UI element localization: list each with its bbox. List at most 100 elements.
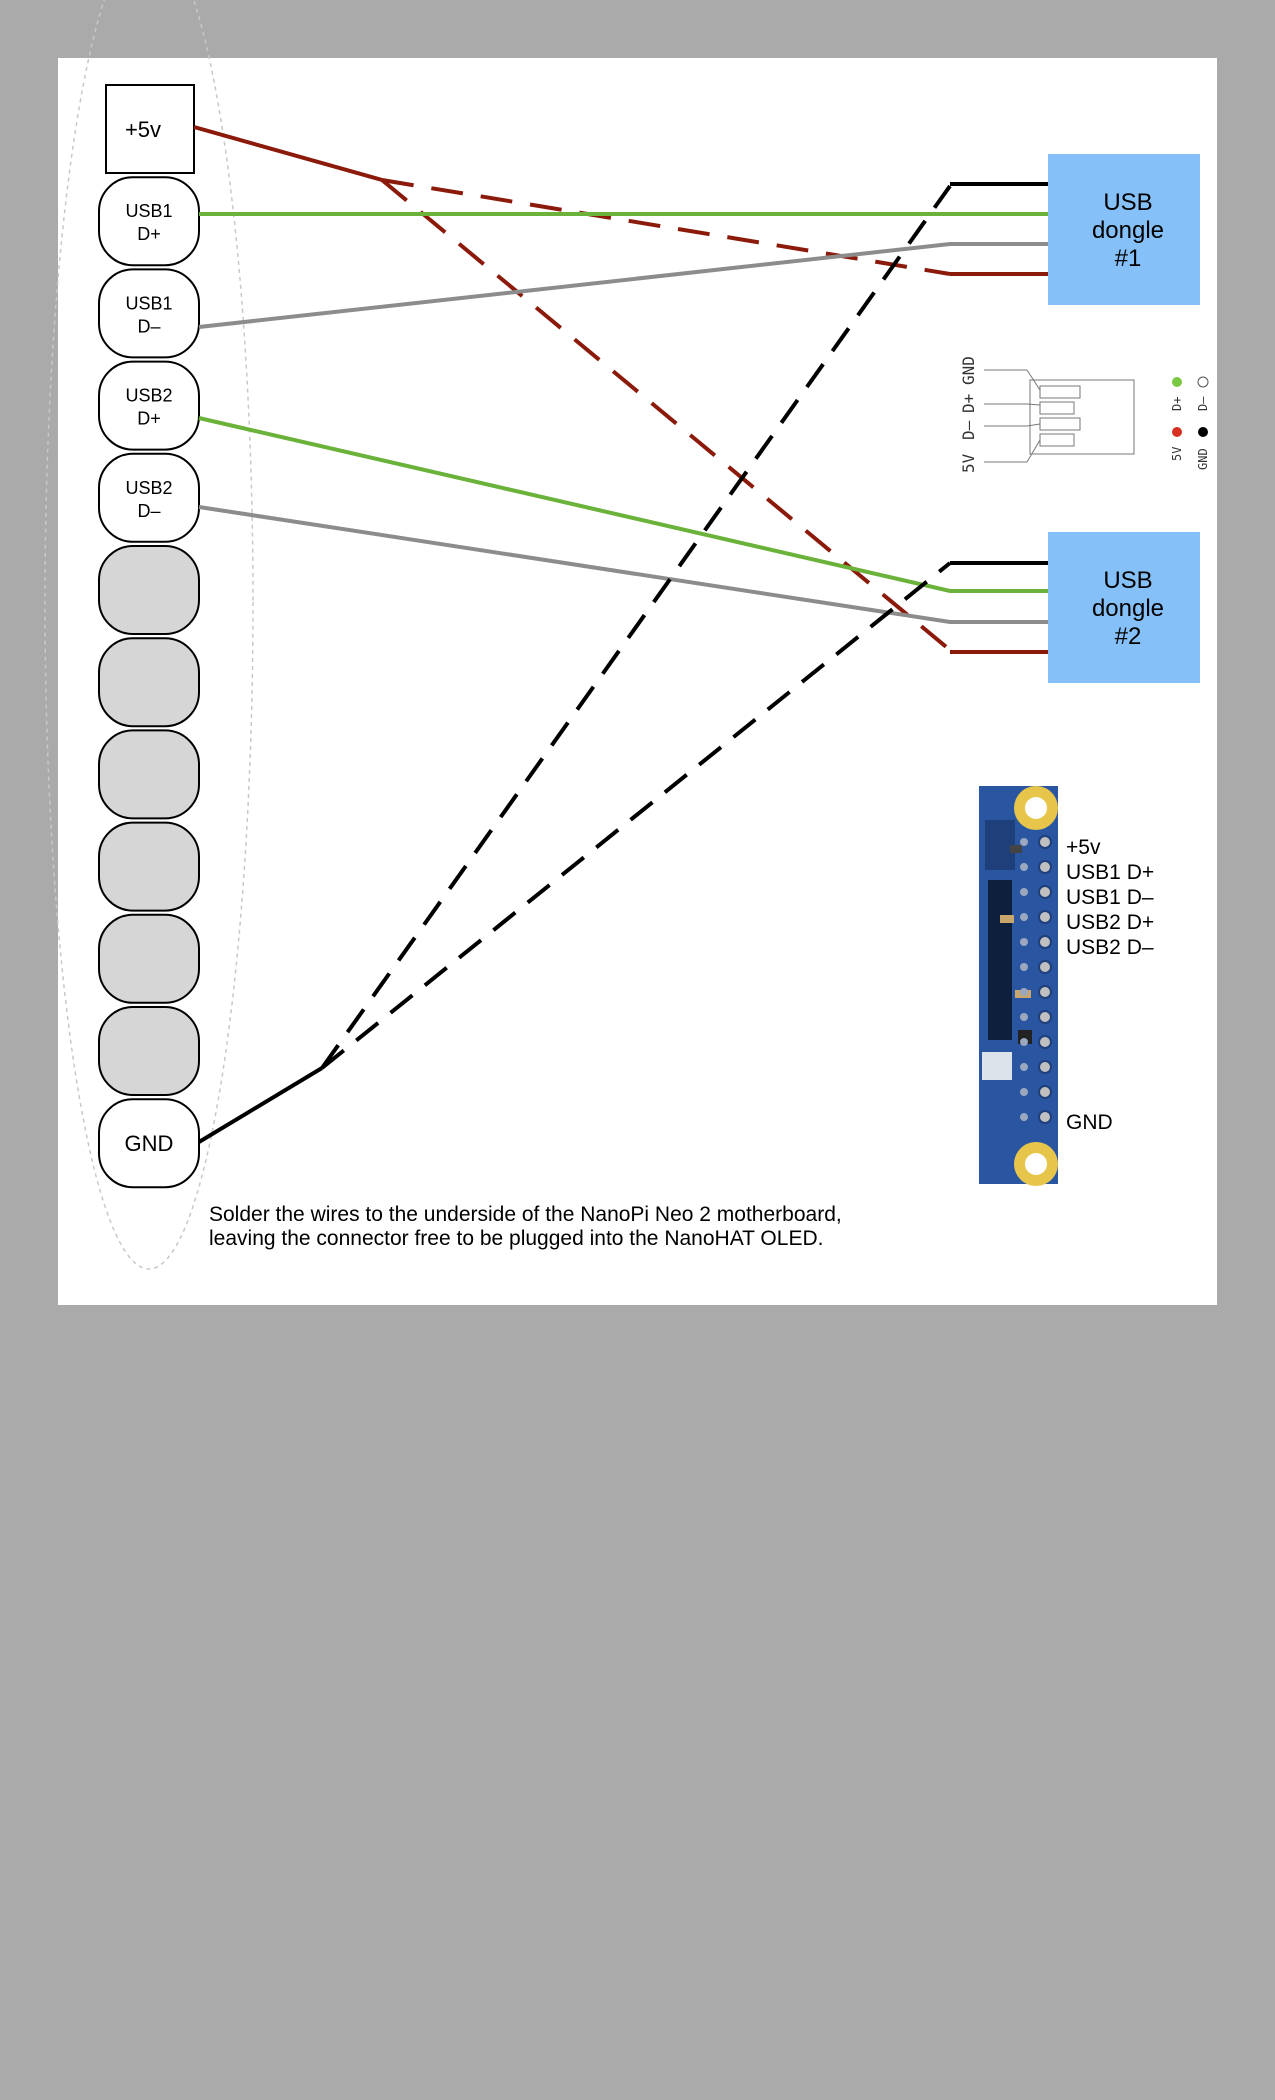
header-pin-body [98,176,200,267]
header-pin [98,1006,200,1096]
legend-dot-dplus [1172,377,1182,387]
legend-dot-5v [1172,427,1182,437]
board-hole [1038,860,1052,874]
board-hole [1020,838,1028,846]
header-pin [98,729,200,820]
board-hole [1020,1113,1028,1121]
wire-usb2-dminus [198,505,1048,624]
header-pin-label: D+ [137,409,161,429]
dongle-1-line3: #1 [1115,245,1142,272]
board-hole [1038,910,1052,924]
header-pin-unused [98,545,200,635]
board-hole [1038,1035,1052,1049]
board-hole [1038,835,1052,849]
header-pin-label: USB2 [125,386,172,406]
connector-label-gnd: GND [959,356,978,385]
board-hole [1038,1110,1052,1124]
header-pin-label: D– [137,501,160,521]
header-pin: +5v [105,84,195,174]
wire-5v-to-dongle1 [381,178,951,276]
header-pin-body [98,1098,200,1189]
usb-dongle-2: USB dongle #2 [1048,532,1200,683]
wires [193,125,1048,1144]
header-pin-unused [98,913,200,1004]
note-line-1: Solder the wires to the underside of the… [209,1203,842,1226]
solder-note: Solder the wires to the underside of the… [209,1203,842,1250]
board-hole [1020,1063,1028,1071]
board-hole [1038,985,1052,999]
dongle-2-line3: #2 [1115,623,1142,650]
legend-label-dminus: D– [1196,396,1210,411]
header-pin-label: +5v [125,117,161,142]
wire-5v-to-dongle2 [380,178,952,652]
nanopi-board-image [979,786,1058,1186]
header-pin-unused [98,821,200,912]
board-header-holes [1020,835,1052,1124]
connector-label-5v: 5V [959,453,978,473]
legend-dot-dminus [1197,376,1209,388]
header-pin: GND [98,1098,200,1189]
board-label-usb2-dplus: USB2 D+ [1066,911,1154,934]
header-pin-body [105,84,195,174]
header-pin-unused [98,729,200,820]
board-hole [1020,888,1028,896]
legend-label-5v: 5V [1170,447,1184,461]
note-line-2: leaving the connector free to be plugged… [209,1227,823,1250]
legend-label-gnd: GND [1196,448,1210,470]
board-label-usb1-dplus: USB1 D+ [1066,861,1154,884]
header-pin-label: USB1 [125,201,172,221]
header-pin-body [98,268,200,359]
wire-gnd-to-dongle2 [320,561,952,1070]
legend-label-dplus: D+ [1170,397,1184,411]
board-hole [1020,1088,1028,1096]
board-hole [1020,1013,1028,1021]
header-pin-label: D– [137,316,160,336]
wire-usb1-dminus [198,242,1048,329]
dongle-2-line2: dongle [1092,595,1164,622]
connector-label-dminus: D– [959,420,978,440]
header-pin-body [98,360,200,451]
dongle-1-line1: USB [1103,189,1152,216]
board-label-5v: +5v [1066,836,1101,859]
board-hole [1038,885,1052,899]
board-hole [1038,1085,1052,1099]
usb-connector-drawing [984,369,1135,463]
header-pin [98,821,200,912]
dongle-2-line1: USB [1103,567,1152,594]
wire-5v [193,125,383,182]
board-hole [1038,1060,1052,1074]
header-pin-body [98,452,200,543]
usb-dongle-1: USB dongle #1 [1048,154,1200,305]
board-hole [1020,963,1028,971]
header-outline [44,0,254,1270]
board-label-gnd: GND [1066,1111,1113,1134]
wire-gnd-to-dongle1 [320,184,952,1070]
board-hole [1020,938,1028,946]
board-hole [1038,935,1052,949]
header-pin-label: D+ [137,224,161,244]
header-pin [98,545,200,635]
usb-connector-pinout: 5V D– D+ GND D+ D– 5V GND [959,356,1210,473]
connector-legend: D+ D– 5V GND [1170,376,1210,470]
board-hole [1038,960,1052,974]
board-label-usb1-dminus: USB1 D– [1066,886,1154,909]
board-label-usb2-dminus: USB2 D– [1066,936,1154,959]
header-pin-label: USB1 [125,293,172,313]
header-pin-unused [98,1006,200,1096]
board-hole [1020,1038,1028,1046]
header-pin [98,637,200,728]
wire-usb2-dplus [198,416,1048,593]
wire-gnd [197,1066,324,1144]
header-pin [98,913,200,1004]
header-pin-unused [98,637,200,728]
board-hole [1020,988,1028,996]
header-pin-label: USB2 [125,478,172,498]
board-hole [1020,863,1028,871]
connector-label-dplus: D+ [959,394,978,413]
legend-dot-gnd [1198,427,1208,437]
